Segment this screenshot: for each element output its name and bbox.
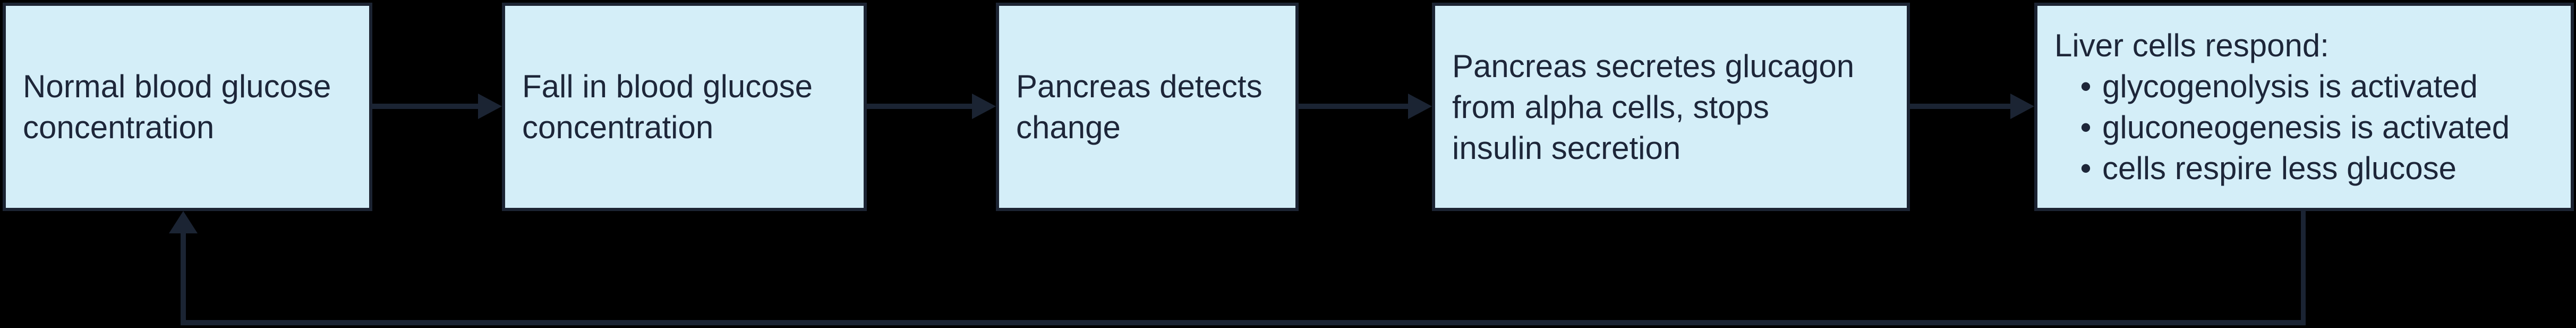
flow-box-normal-blood-glucose: Normal blood glucose concentration [3, 3, 372, 211]
flow-box-fall-in-blood-glucose: Fall in blood glucose concentration [502, 3, 867, 211]
arrow-head-right-icon [1408, 94, 1432, 119]
flow-box-pancreas-detects-change: Pancreas detects change [996, 3, 1299, 211]
box-label-line: concentration [23, 110, 215, 145]
arrow-head-right-icon [972, 94, 996, 119]
box-label-line: Pancreas secretes glucagon [1452, 48, 1855, 84]
arrow-shaft-2 [867, 104, 972, 109]
box-heading: Liver cells respond: [2054, 28, 2329, 63]
feedback-line-bottom [181, 320, 2306, 325]
bullet-item: • gluconeogenesis is activated [2069, 107, 2560, 148]
flow-box-pancreas-secretes-glucagon: Pancreas secretes glucagon from alpha ce… [1432, 3, 1910, 211]
arrow-head-up-icon [169, 211, 198, 233]
box-label-line: change [1016, 110, 1121, 145]
box-label-line: from alpha cells, stops [1452, 89, 1769, 125]
box-label-line: insulin secretion [1452, 130, 1681, 166]
arrow-head-right-icon [478, 94, 502, 119]
bullet-item: • glycogenolysis is activated [2069, 66, 2560, 107]
bullet-text: glycogenolysis is activated [2102, 69, 2478, 104]
box-label-line: concentration [522, 110, 714, 145]
feedback-line-down [2301, 211, 2306, 323]
flow-box-liver-cells-respond: Liver cells respond: • glycogenolysis is… [2034, 3, 2574, 211]
box-label-line: Pancreas detects [1016, 69, 1263, 104]
bullet-text: cells respire less glucose [2102, 150, 2456, 186]
box-label-line: Normal blood glucose [23, 69, 331, 104]
arrow-head-right-icon [2010, 94, 2034, 119]
bullet-text: gluconeogenesis is activated [2102, 110, 2510, 145]
arrow-shaft-4 [1910, 104, 2010, 109]
bullet-icon: • [2080, 69, 2092, 104]
bullet-icon: • [2080, 150, 2092, 186]
arrow-shaft-3 [1299, 104, 1408, 109]
bullet-item: • cells respire less glucose [2069, 148, 2560, 189]
bullet-icon: • [2080, 110, 2092, 145]
feedback-line-up [181, 232, 186, 325]
arrow-shaft-1 [372, 104, 478, 109]
box-label-line: Fall in blood glucose [522, 69, 813, 104]
